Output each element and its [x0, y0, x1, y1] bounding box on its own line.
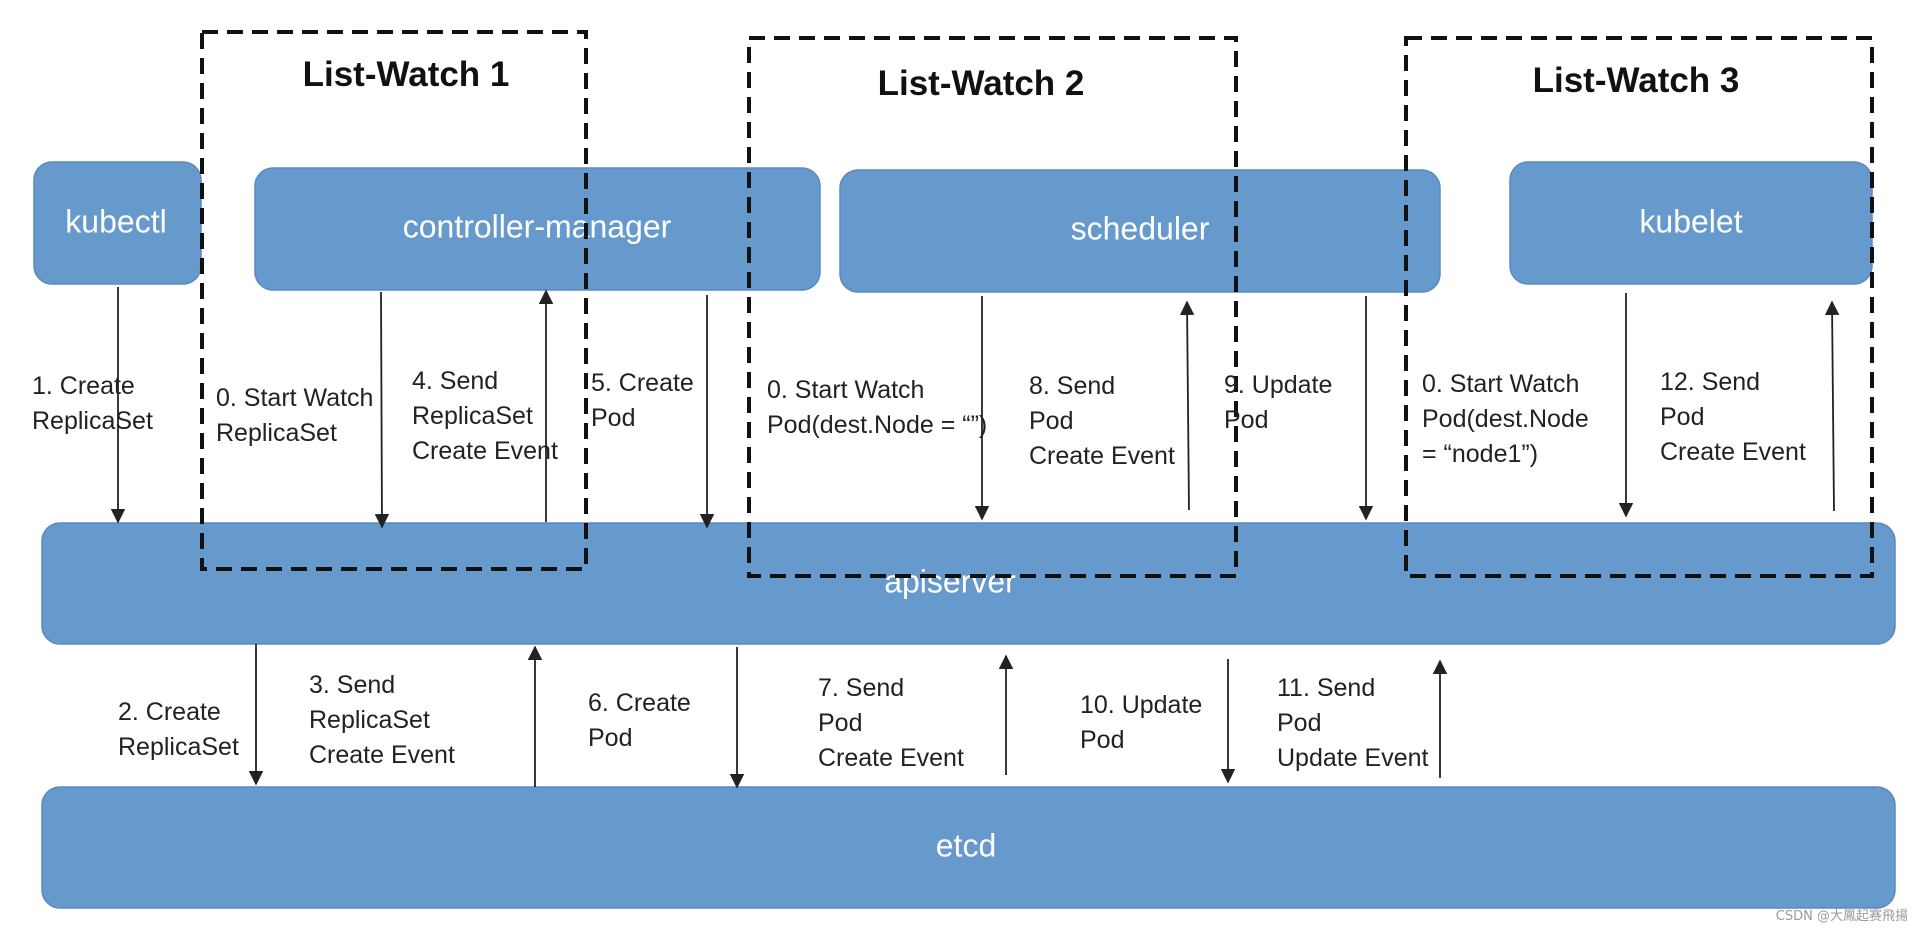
- list-watch-2-group: List-Watch 2: [747, 36, 1238, 578]
- step-label-send-pod-event-7: 7. Send Pod Create Event: [818, 674, 964, 772]
- etcd-label: etcd: [936, 827, 996, 863]
- scheduler-node: scheduler: [839, 169, 1441, 293]
- list-watch-1-title: List-Watch 1: [303, 55, 510, 94]
- watermark: CSDN @大鳳起赛飛揚: [1776, 908, 1908, 924]
- list-watch-1-frame: [200, 30, 588, 571]
- step-label-lw3-start-watch: 0. Start Watch Pod(dest.Node = “node1”): [1422, 370, 1596, 468]
- list-watch-1-group: List-Watch 1: [200, 30, 588, 571]
- controller-manager-label: controller-manager: [403, 208, 672, 244]
- step-label-send-rs-event-4: 4. Send ReplicaSet Create Event: [412, 367, 558, 465]
- arrow-apiserver-to-scheduler: [1179, 300, 1195, 511]
- kubelet-label: kubelet: [1639, 203, 1742, 239]
- kubectl-node: kubectl: [33, 161, 202, 285]
- list-watch-3-frame: [1404, 36, 1874, 578]
- step-label-lw1-start-watch: 0. Start Watch ReplicaSet: [216, 384, 380, 447]
- scheduler-label: scheduler: [1071, 210, 1210, 246]
- list-watch-3-title: List-Watch 3: [1533, 61, 1740, 100]
- kubelet-node: kubelet: [1509, 161, 1873, 285]
- step-label-create-replicaset-1: 1. Create ReplicaSet: [32, 372, 153, 435]
- etcd-node: etcd: [41, 786, 1896, 909]
- step-label-update-pod-9: 9. Update Pod: [1224, 371, 1339, 434]
- list-watch-2-frame: [747, 36, 1238, 578]
- step-label-create-pod-6: 6. Create Pod: [588, 689, 698, 752]
- step-label-send-pod-event-8: 8. Send Pod Create Event: [1029, 372, 1175, 470]
- step-label-send-pod-event-12: 12. Send Pod Create Event: [1660, 368, 1806, 466]
- kubectl-label: kubectl: [65, 203, 166, 239]
- step-label-lw2-start-watch: 0. Start Watch Pod(dest.Node = “”): [767, 376, 987, 439]
- controller-manager-node: controller-manager: [254, 167, 821, 291]
- arrow-cm-watch-to-apiserver: [374, 291, 390, 529]
- step-label-create-pod-5: 5. Create Pod: [591, 369, 701, 432]
- arrow-apiserver-to-kubelet: [1824, 300, 1840, 512]
- step-label-send-pod-update-11: 11. Send Pod Update Event: [1277, 674, 1429, 772]
- apiserver-label: apiserver: [884, 563, 1016, 599]
- step-label-send-rs-event-3: 3. Send ReplicaSet Create Event: [309, 671, 455, 769]
- step-label-update-pod-10: 10. Update Pod: [1080, 691, 1209, 754]
- list-watch-3-group: List-Watch 3: [1404, 36, 1874, 578]
- step-label-create-replicaset-2: 2. Create ReplicaSet: [118, 698, 239, 761]
- apiserver-node: apiserver: [41, 522, 1896, 645]
- list-watch-2-title: List-Watch 2: [878, 64, 1085, 103]
